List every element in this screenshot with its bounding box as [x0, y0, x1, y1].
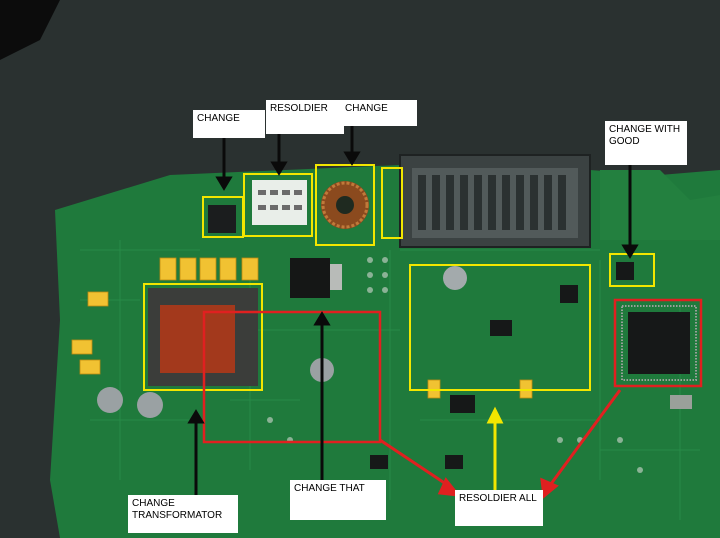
label-resoldier-all: RESOLDIER ALL	[455, 490, 543, 526]
coil-windings	[321, 181, 369, 229]
resistor-array-parts	[258, 190, 302, 210]
label-resoldier-top: RESOLDIER	[266, 100, 344, 134]
ic-chip-5	[560, 285, 578, 303]
regulator-tab	[330, 264, 342, 290]
ic-chip-2	[616, 262, 634, 280]
ic-chip-3	[450, 395, 475, 413]
yellow-arrow	[486, 406, 504, 490]
label-change-transformator: CHANGE TRANSFORMATOR	[128, 495, 238, 533]
ic-chip-6	[445, 455, 463, 469]
solder-pads	[267, 257, 643, 473]
yellow-outlines	[143, 164, 655, 391]
microcontroller-pins	[621, 305, 697, 381]
label-change-top-right: CHANGE	[341, 100, 417, 126]
black-arrows	[187, 126, 639, 495]
resistor-array	[252, 180, 307, 225]
electrolytic-cap-2	[137, 392, 163, 418]
pcb-board	[50, 165, 720, 538]
connector-pins	[418, 175, 566, 230]
ic-chip-1	[208, 205, 236, 233]
ic-chip-7	[370, 455, 388, 469]
corner-shadow	[0, 0, 60, 60]
label-change-top-left: CHANGE	[193, 110, 265, 138]
ic-chip-4	[490, 320, 512, 336]
electrolytic-cap-1	[97, 387, 123, 413]
label-change-that: CHANGE THAT	[290, 480, 386, 520]
red-outlines	[202, 298, 703, 444]
crystal	[670, 395, 692, 409]
red-arrows	[379, 389, 622, 499]
coil-core	[336, 196, 354, 214]
label-change-with-good: CHANGE WITH GOOD	[605, 121, 687, 165]
electrolytic-cap-4	[443, 266, 467, 290]
voltage-regulator	[290, 258, 330, 298]
tantalum-capacitors	[71, 257, 533, 399]
transformer-core	[160, 305, 235, 373]
microcontroller	[628, 312, 690, 374]
